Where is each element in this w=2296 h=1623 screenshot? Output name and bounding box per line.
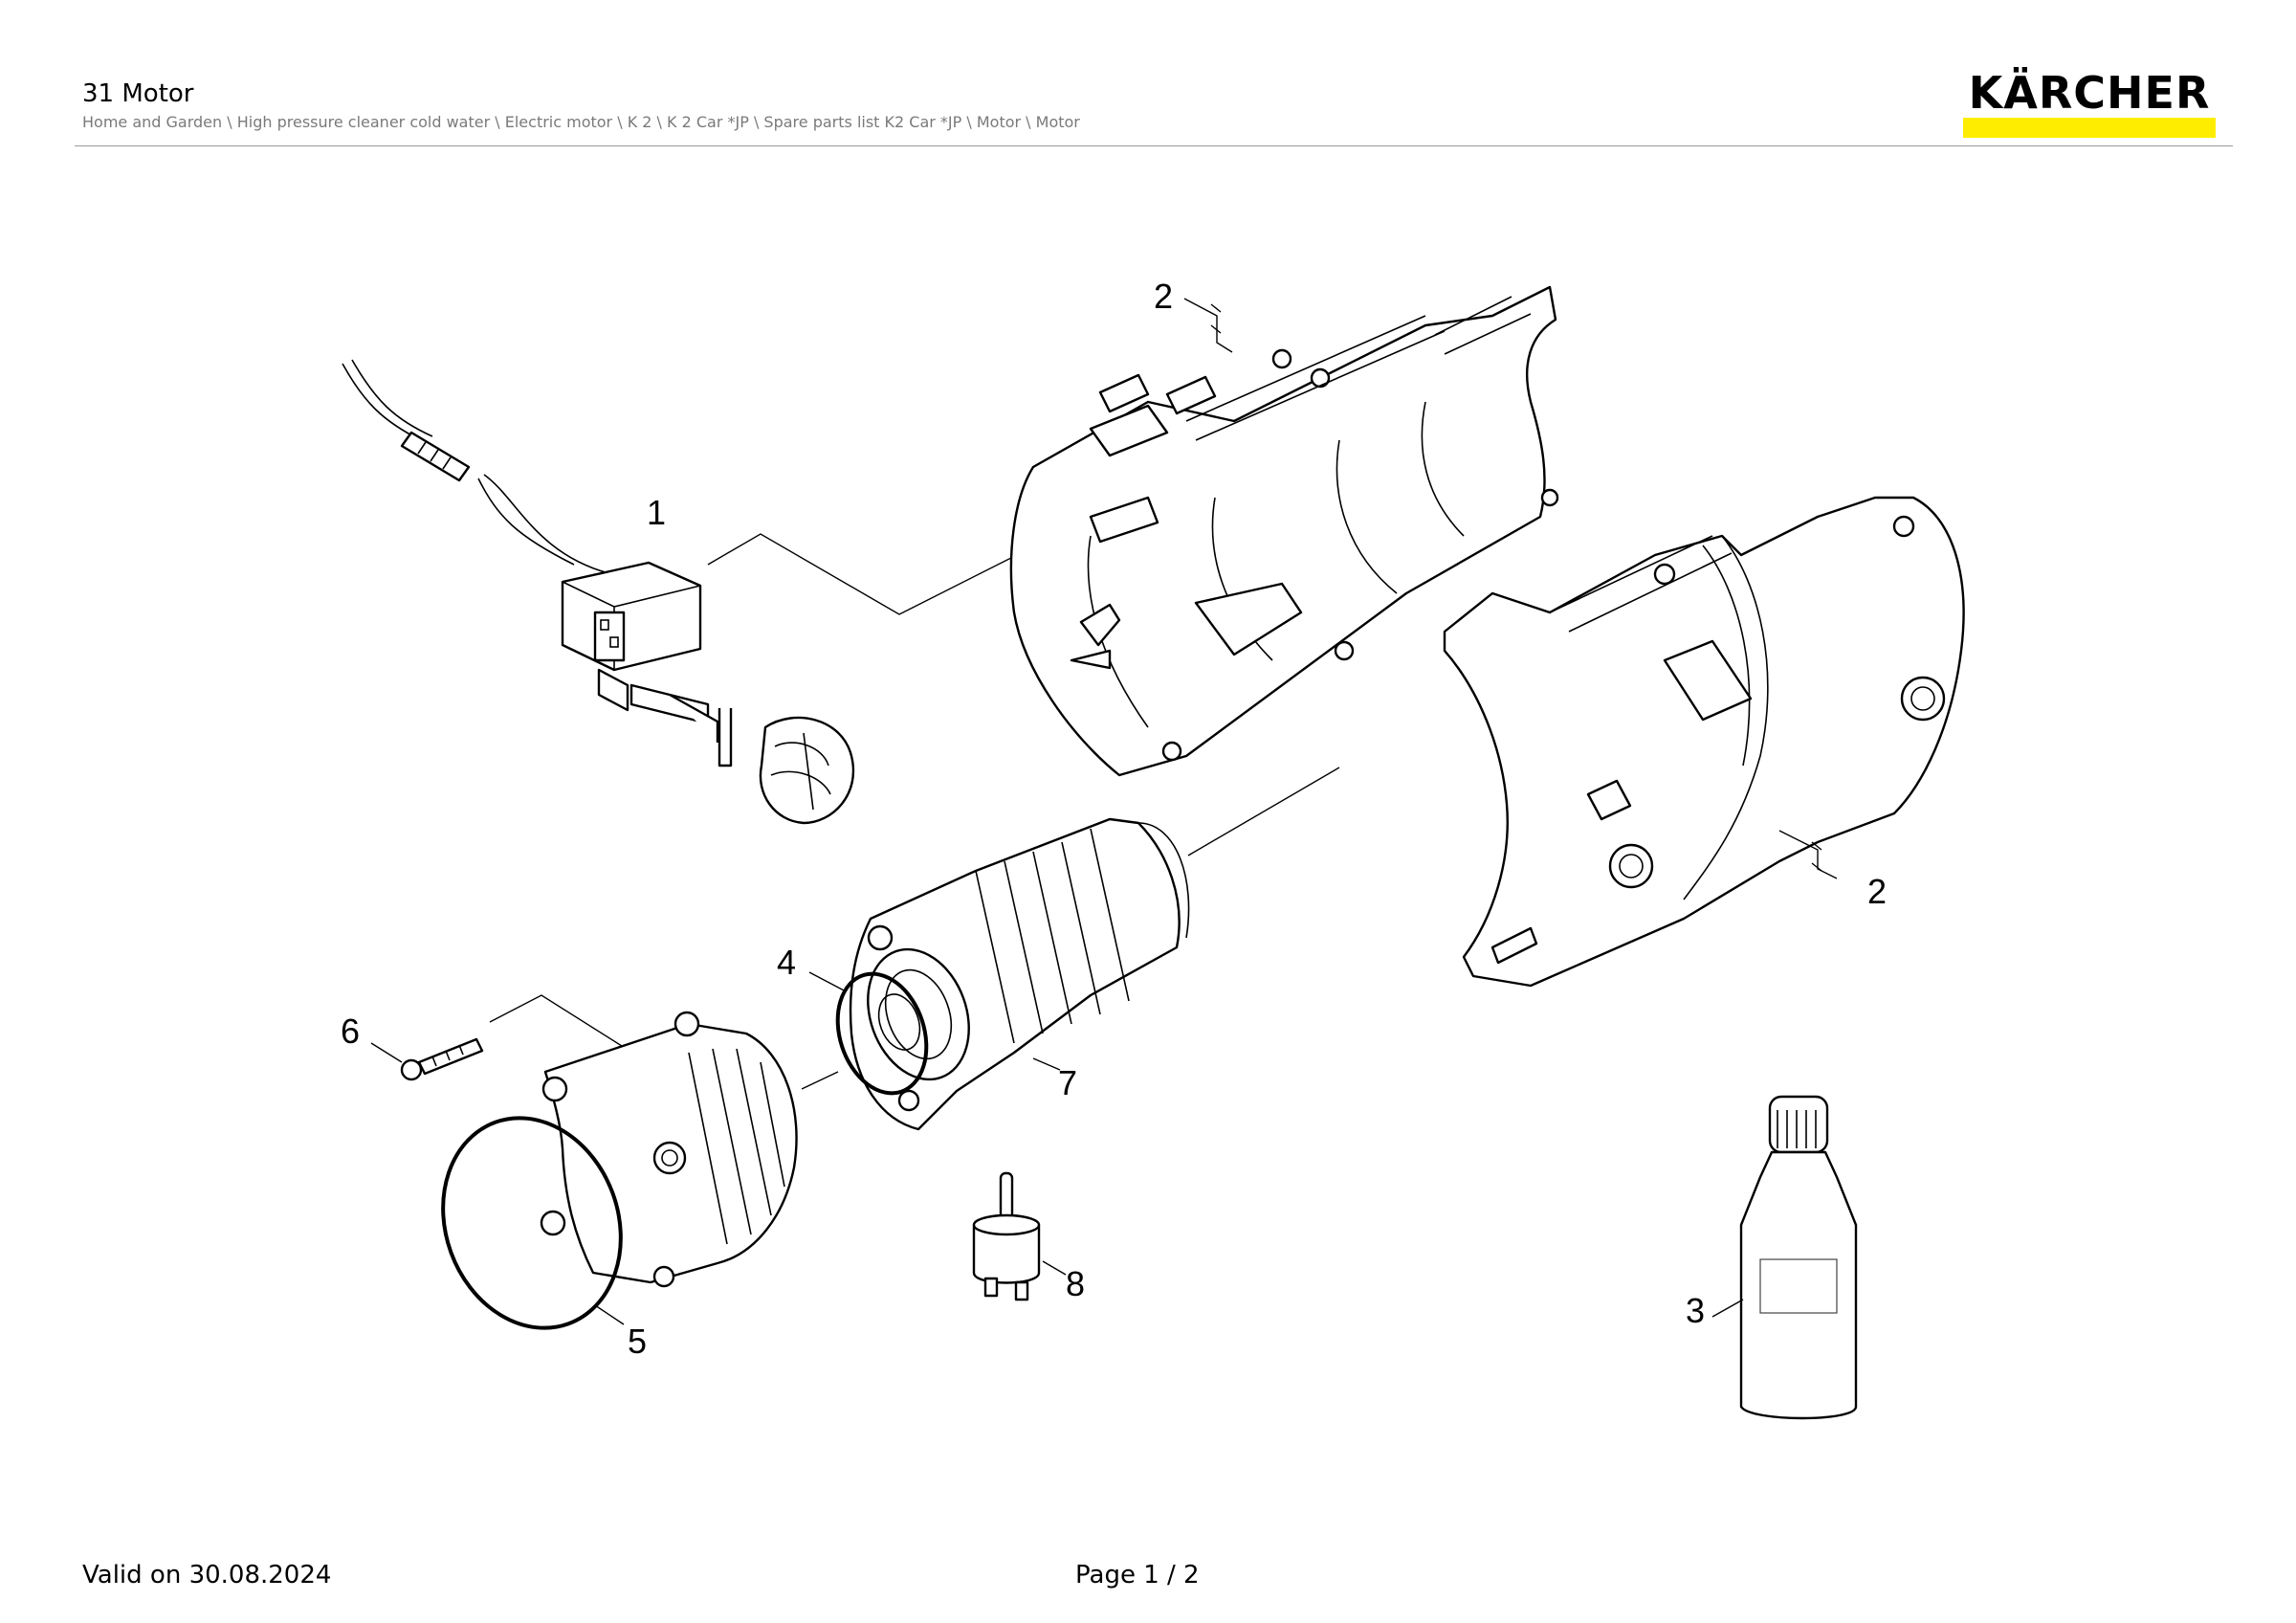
page-indicator: Page 1 / 2: [1075, 1561, 1200, 1590]
exploded-parts-diagram: 1 2 2: [341, 277, 1965, 1420]
leader-part-6: [370, 1042, 403, 1063]
part-2-housing-upper: [1009, 285, 1559, 777]
leader-part-2-upper: [1183, 298, 1233, 353]
callout-8: 8: [1066, 1264, 1085, 1303]
leader-axis-pump: [801, 1071, 839, 1090]
leader-part-5: [594, 1304, 625, 1325]
logo-yellow-bar: [1963, 118, 2216, 138]
callout-2-lower: 2: [1867, 872, 1887, 911]
part-8-damper: [972, 1171, 1041, 1301]
leader-axis-motor: [1187, 767, 1340, 856]
part-1-switch-assembly: [342, 359, 854, 825]
karcher-logo: KÄRCHER: [1963, 69, 2216, 138]
callout-5: 5: [628, 1322, 647, 1361]
leader-part-7: [1032, 1057, 1061, 1071]
leader-break-2-upper: [1210, 303, 1222, 334]
callout-2-upper: 2: [1154, 277, 1173, 316]
part-4-o-ring: [835, 971, 929, 1096]
header-divider: [75, 145, 2233, 146]
page-title: 31 Motor: [82, 79, 194, 108]
leader-part-8: [1042, 1260, 1067, 1276]
part-7-motor: [849, 817, 1190, 1131]
callout-3: 3: [1686, 1291, 1705, 1330]
part-2-housing-lower: [1443, 496, 1965, 988]
leader-part-1: [707, 508, 1109, 615]
leader-screw-axis: [489, 994, 651, 1065]
leader-part-2-lower: [1778, 830, 1838, 879]
logo-wordmark: KÄRCHER: [1968, 67, 2211, 119]
part-5-seal-ring: [441, 1116, 623, 1330]
part-6-screw: [400, 1037, 484, 1081]
part-3-oil-bottle: [1739, 1095, 1858, 1420]
breadcrumb: Home and Garden \ High pressure cleaner …: [82, 113, 1080, 131]
leader-part-4: [808, 971, 847, 992]
part-5-pump-head: [541, 1011, 798, 1288]
callout-1: 1: [647, 493, 666, 532]
leader-break-2-lower: [1811, 841, 1822, 872]
validity-date: Valid on 30.08.2024: [82, 1561, 332, 1590]
callout-7: 7: [1058, 1063, 1077, 1102]
leader-part-3: [1711, 1299, 1744, 1318]
callout-6: 6: [341, 1012, 360, 1051]
callout-4: 4: [777, 943, 796, 982]
